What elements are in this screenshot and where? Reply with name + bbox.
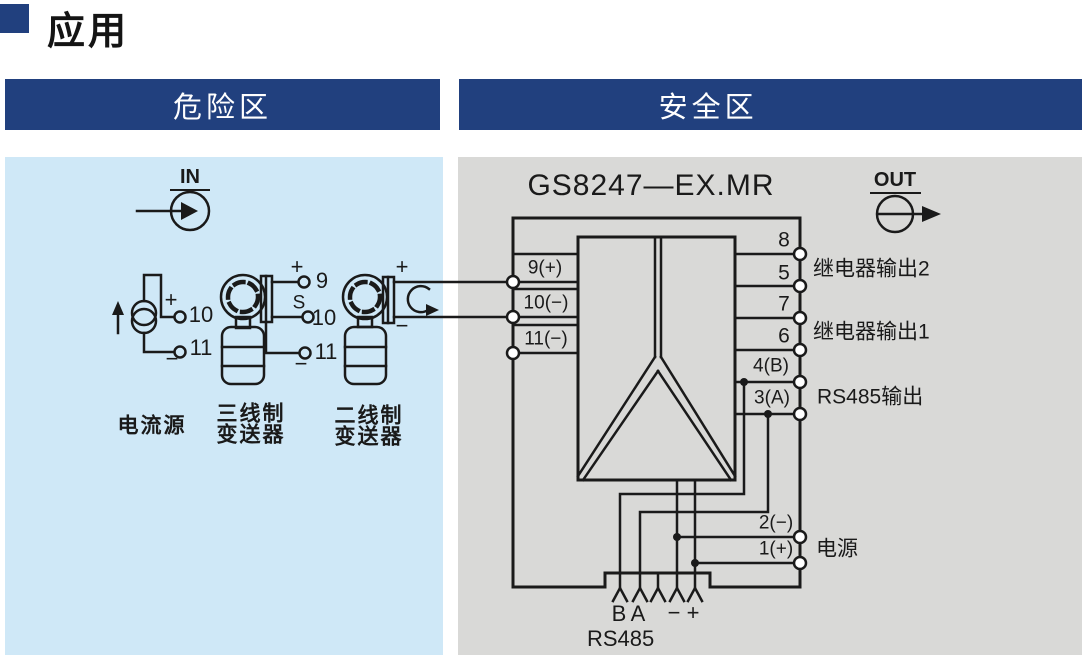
terminal-4b: 4(B) <box>753 355 789 377</box>
device-model-label: GS8247—EX.MR <box>527 169 775 202</box>
terminal-8: 8 <box>778 228 790 252</box>
relay-output-2-label: 继电器输出2 <box>813 257 930 281</box>
terminal-1-plus: 1(+) <box>758 538 794 560</box>
two-wire-label-line1: 二线制 <box>334 404 404 428</box>
three-wire-plus-mark: + <box>290 254 304 279</box>
page-title: 应用 <box>47 11 130 53</box>
out-label: OUT <box>873 169 917 191</box>
current-source-terminal-10: 10 <box>188 302 214 327</box>
three-wire-terminal-9: 9 <box>315 268 329 293</box>
three-wire-minus-mark: − <box>294 351 308 376</box>
in-label: IN <box>180 166 200 188</box>
current-source-terminal-11: 11 <box>189 335 213 360</box>
terminal-10-minus: 10(−) <box>523 292 569 314</box>
two-wire-plus-mark: + <box>395 254 409 279</box>
current-source-label: 电流源 <box>117 414 187 438</box>
three-wire-terminal-10: 10 <box>311 305 337 330</box>
rs485-bus-label: RS485 <box>587 626 655 651</box>
current-source-plus-mark: + <box>164 287 178 312</box>
title-bullet-square <box>0 4 29 33</box>
hazardous-zone-panel <box>5 157 443 655</box>
terminal-2-minus: 2(−) <box>758 512 794 534</box>
three-wire-s-mark: S <box>292 292 306 314</box>
pin-minus-label: − <box>667 600 681 625</box>
terminal-9-plus: 9(+) <box>527 257 563 279</box>
terminal-6: 6 <box>778 324 790 348</box>
hazardous-zone-label: 危险区 <box>172 91 273 124</box>
rs485-output-label: RS485输出 <box>817 385 924 409</box>
power-supply-label: 电源 <box>816 537 858 561</box>
safe-zone-header: 安全区 <box>459 79 1082 130</box>
safe-zone-label: 安全区 <box>658 91 758 124</box>
two-wire-minus-mark: − <box>395 313 409 338</box>
terminal-5: 5 <box>778 261 790 285</box>
pin-plus-label: + <box>686 600 700 625</box>
hazardous-zone-header: 危险区 <box>5 79 440 130</box>
terminal-3a: 3(A) <box>754 387 790 409</box>
pin-a-label: A <box>630 601 646 626</box>
three-wire-terminal-11: 11 <box>314 339 338 364</box>
terminal-11-minus: 11(−) <box>524 328 568 350</box>
terminal-7: 7 <box>778 292 790 316</box>
three-wire-label-line2: 变送器 <box>216 423 286 447</box>
three-wire-label-line1: 三线制 <box>216 402 286 426</box>
current-source-minus-mark: − <box>165 346 179 371</box>
pin-b-label: B <box>611 601 627 626</box>
relay-output-1-label: 继电器输出1 <box>813 320 930 344</box>
two-wire-label-line2: 变送器 <box>334 425 404 449</box>
